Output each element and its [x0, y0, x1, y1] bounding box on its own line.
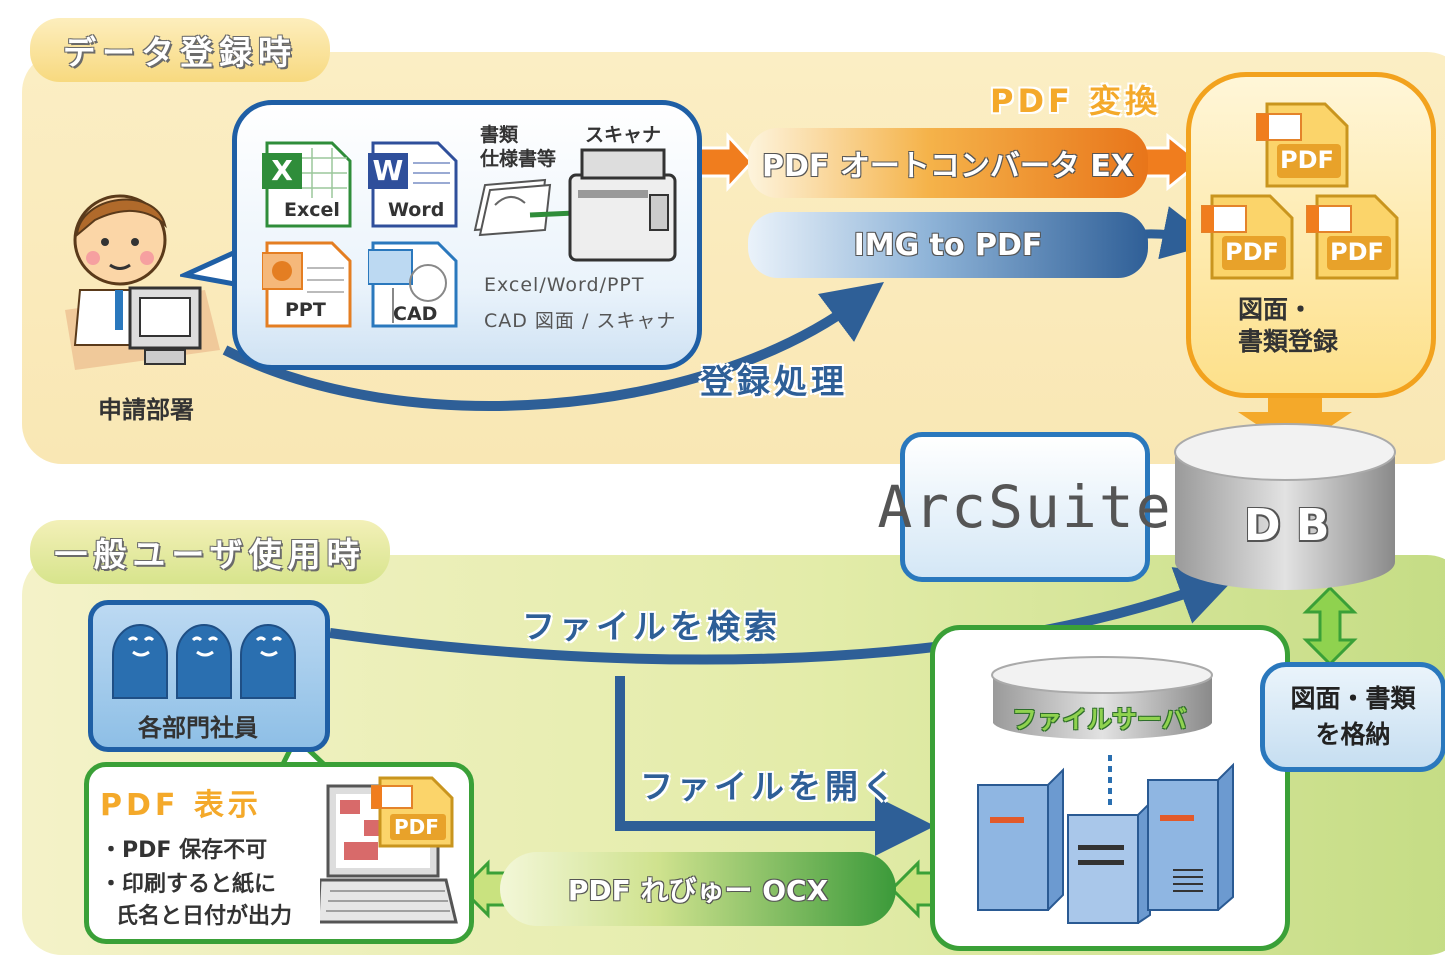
svg-text:X: X — [271, 154, 293, 187]
open-arrow — [615, 676, 935, 856]
sources-line1: Excel/Word/PPT — [484, 274, 645, 296]
laptop-pdf-badge: PDF — [394, 815, 439, 839]
ppt-label: PPT — [285, 299, 326, 321]
pdf-store-line1: 図面・ — [1238, 295, 1314, 324]
svg-text:W: W — [373, 154, 404, 187]
db-cylinder-icon — [1174, 423, 1396, 590]
word-label: Word — [388, 199, 445, 221]
pdf-view-bullet3: 氏名と日付が出力 — [116, 904, 293, 929]
arcsuite-box: ArcSuite — [877, 432, 1171, 582]
pdf-review-ocx: PDF れびゅー OCX — [500, 852, 896, 926]
scanner-icon — [473, 148, 677, 262]
applicant-illustration — [65, 194, 220, 370]
docs-label-line1: 書類 — [480, 124, 519, 146]
pdf-icon — [1201, 194, 1294, 280]
word-icon: W — [368, 141, 458, 228]
pdf-icon — [1256, 102, 1349, 188]
pdf-store-line2: 書類登録 — [1238, 327, 1339, 356]
docs-label-line2: 仕様書等 — [480, 148, 557, 170]
cad-label: CAD — [393, 303, 438, 325]
storage-line2: を格納 — [1315, 720, 1391, 749]
orange-arrow-in — [698, 132, 755, 192]
excel-icon: X — [262, 141, 352, 228]
pdf-view-title: PDF 表示 — [100, 788, 262, 823]
pdf-badge-2: PDF — [1225, 238, 1279, 266]
storage-line1: 図面・書類 — [1290, 684, 1416, 713]
servers-icon — [977, 755, 1234, 924]
search-arrow — [329, 567, 1239, 665]
applicant-label: 申請部署 — [98, 396, 194, 424]
pdf-badge-1: PDF — [1280, 146, 1334, 174]
db-label: D B — [1244, 500, 1330, 551]
scanner-label: スキャナ — [585, 124, 662, 146]
conversion-title: PDF 変換 — [990, 82, 1162, 120]
fileserver-label: ファイルサーバ — [1012, 705, 1187, 734]
fileserver-cylinder-icon — [991, 656, 1213, 740]
pdf-view-bullet1: ・PDF 保存不可 — [100, 838, 268, 863]
open-label: ファイルを開く — [640, 767, 899, 806]
img-to-pdf: IMG to PDF — [748, 212, 1148, 278]
ppt-icon — [262, 241, 352, 328]
section-title-usage: 一般ユーザ使用時 — [30, 520, 390, 584]
excel-label: Excel — [284, 199, 340, 221]
cad-icon — [368, 241, 458, 328]
sources-line2: CAD 図面 / スキャナ — [484, 310, 677, 332]
db-store-double-arrow — [1302, 585, 1358, 667]
register-label: 登録処理 — [700, 362, 848, 401]
pdf-icon — [1306, 194, 1399, 280]
laptop-pdf-icon — [320, 776, 458, 924]
employees-label: 各部門社員 — [138, 714, 258, 742]
section-title-registration: データ登録時 — [30, 18, 330, 82]
pdf-badge-3: PDF — [1330, 238, 1384, 266]
storage-box: 図面・書類 を格納 — [1260, 662, 1445, 772]
pdf-auto-converter: PDF オートコンバータ EX — [748, 128, 1148, 198]
employees-icon — [112, 624, 296, 699]
pdf-view-bullet2: ・印刷すると紙に — [100, 872, 277, 897]
search-label: ファイルを検索 — [522, 607, 781, 646]
register-arrow — [222, 282, 885, 411]
